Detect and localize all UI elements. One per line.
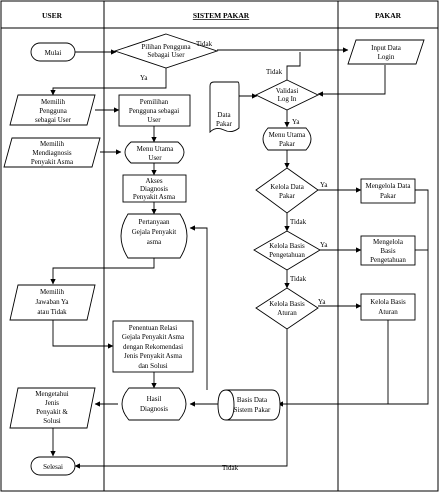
edge-label-pilihan-ya: Ya — [140, 74, 148, 82]
io-memilih-pengguna-line3: sebagai User — [35, 116, 72, 124]
process-mengelola-basis-line3: Pengetahuan — [370, 256, 406, 264]
decision-kelola-aturan-line1: Kelola Basis — [269, 300, 305, 308]
process-penentuan-relasi: Penentuan Relasi Gejala Penyakit Asma de… — [112, 320, 194, 373]
document-data-pakar: Data Pakar — [209, 81, 240, 134]
process-pemilihan-line1: Pemilihan — [140, 98, 169, 106]
process-pemilihan-pengguna: Pemilihan Pengguna sebagai User — [118, 94, 191, 127]
io-jawaban-line3: atau Tidak — [37, 308, 67, 316]
process-penentuan-line1: Penentuan Relasi — [129, 324, 177, 332]
decision-pilihan-line2: Sebagai User — [147, 51, 185, 59]
display-pertanyaan-gejala: Pertanyaan Gejala Penyakit asma — [120, 213, 188, 259]
io-mendiagnosis-line1: Memilih — [40, 140, 65, 148]
process-mengelola-data-line2: Pakar — [380, 192, 397, 200]
lane-header-user: USER — [42, 11, 63, 20]
process-akses-line1: Akses — [145, 177, 162, 185]
process-penentuan-line5: dan Solusi — [138, 362, 167, 370]
edge-label-kelola-pengetahuan-ya: Ya — [320, 241, 328, 249]
display-hasil-line2: Diagnosis — [140, 405, 168, 413]
io-memilih-jawaban: Memilih Jawaban Ya atau Tidak — [9, 284, 96, 321]
io-memilih-pengguna-line2: Pengguna — [39, 107, 68, 115]
edge-label-pilihan-tidak: Tidak — [196, 40, 213, 48]
database-line2: Sistem Pakar — [234, 406, 271, 414]
process-mengelola-data-pakar: Mengelola Data Pakar — [360, 178, 416, 204]
edge-label-kelola-pengetahuan-tidak: Tidak — [290, 275, 307, 283]
io-mendiagnosis-line2: Mendiagnosis — [32, 149, 72, 157]
edge-label-kelola-aturan-tidak: Tidak — [222, 464, 239, 472]
process-mengelola-basis-line1: Mengelola — [373, 238, 404, 246]
database-basis-data-sistem-pakar: Basis Data Sistem Pakar — [217, 389, 281, 421]
decision-validasi-login: Validasi Log In — [254, 79, 320, 111]
io-jawaban-line1: Memilih — [40, 288, 65, 296]
display-hasil-line1: Hasil — [147, 395, 162, 403]
decision-validasi-line2: Log In — [278, 95, 297, 103]
process-akses-line2: Diagnosis — [140, 185, 168, 193]
process-mengelola-basis-line2: Basis — [380, 247, 395, 255]
process-penentuan-line3: dengan Rekomendasi — [123, 343, 183, 351]
process-akses-line3: Penyakit Asma — [133, 193, 176, 201]
lane-header-sistem-pakar: SISTEM PAKAR — [193, 11, 250, 20]
decision-kelola-data-pakar: Kelola Data Pakar — [255, 167, 319, 214]
decision-pilihan-pengguna: Pilihan Pengguna Sebagai User — [113, 33, 219, 69]
process-kelola-aturan-line1: Kelola Basis — [370, 298, 406, 306]
decision-kelola-pengetahuan-line2: Pengetahuan — [269, 251, 305, 259]
io-mengetahui-line4: Solusi — [43, 417, 61, 425]
end-label: Selesai — [43, 463, 63, 471]
display-menu-utama-user: Menu Utama User — [124, 141, 185, 164]
display-menu-user-line1: Menu Utama — [137, 145, 175, 153]
io-input-line2: Login — [378, 53, 395, 61]
process-pemilihan-line2: Pengguna sebagai — [129, 107, 179, 115]
io-memilih-pengguna: Memilih Pengguna sebagai User — [9, 94, 96, 126]
lane-header-pakar: PAKAR — [375, 11, 402, 20]
decision-kelola-data-line2: Pakar — [279, 192, 296, 200]
process-kelola-basis-aturan: Kelola Basis Aturan — [360, 293, 416, 321]
process-mengelola-basis-pengetahuan: Mengelola Basis Pengetahuan — [360, 235, 416, 266]
database-line1: Basis Data — [237, 396, 268, 404]
process-pemilihan-line3: User — [147, 116, 161, 124]
io-mengetahui-line1: Mengetahui — [35, 390, 68, 398]
process-kelola-aturan-line2: Aturan — [378, 308, 398, 316]
display-menu-pakar-line1: Menu Utama — [269, 131, 307, 139]
document-data-pakar-line1: Data — [217, 111, 231, 119]
start-terminator: Mulai — [30, 42, 76, 62]
io-mengetahui-jenis: Mengetahui Jenis Penyakit & Solusi — [9, 387, 96, 429]
process-penentuan-line4: Jenis Penyakit Asma — [124, 352, 183, 360]
connector-lines — [50, 47, 429, 469]
end-terminator: Selesai — [30, 456, 76, 476]
io-memilih-pengguna-line1: Memilih — [41, 98, 66, 106]
start-label: Mulai — [45, 49, 62, 57]
edge-label-kelola-aturan-ya: Ya — [318, 298, 326, 306]
display-menu-utama-pakar: Menu Utama Pakar — [262, 127, 312, 151]
io-mengetahui-line2: Jenis — [45, 399, 59, 407]
io-input-data-login: Input Data Login — [347, 39, 425, 65]
edge-label-validasi-ya: Ya — [292, 118, 300, 126]
io-mengetahui-line3: Penyakit & — [36, 408, 68, 416]
decision-kelola-data-line1: Kelola Data — [270, 183, 305, 191]
io-mendiagnosis-line3: Penyakit Asma — [31, 158, 74, 166]
io-memilih-mendiagnosis: Memilih Mendiagnosis Penyakit Asma — [3, 137, 101, 168]
decision-kelola-pengetahuan-line1: Kelola Basis — [269, 242, 305, 250]
display-pertanyaan-line3: asma — [147, 238, 162, 246]
document-data-pakar-line2: Pakar — [216, 120, 233, 128]
io-jawaban-line2: Jawaban Ya — [35, 298, 69, 306]
process-penentuan-line2: Gejala Penyakit Asma — [122, 333, 185, 341]
process-akses-diagnosis: Akses Diagnosis Penyakit Asma — [122, 174, 187, 203]
io-input-line1: Input Data — [371, 44, 402, 52]
decision-kelola-basis-pengetahuan: Kelola Basis Pengetahuan — [253, 230, 321, 271]
display-hasil-diagnosis: Hasil Diagnosis — [121, 387, 187, 421]
edge-label-kelola-data-ya: Ya — [320, 181, 328, 189]
decision-kelola-aturan-line2: Aturan — [277, 309, 297, 317]
display-menu-user-line2: User — [148, 154, 162, 162]
display-pertanyaan-line1: Pertanyaan — [138, 218, 170, 226]
decision-kelola-basis-aturan: Kelola Basis Aturan — [255, 287, 319, 330]
edge-label-kelola-data-tidak: Tidak — [290, 218, 307, 226]
display-pertanyaan-line2: Gejala Penyakit — [132, 228, 177, 236]
process-mengelola-data-line1: Mengelola Data — [366, 182, 412, 190]
edge-label-validasi-tidak: Tidak — [266, 68, 283, 76]
decision-validasi-line1: Validasi — [276, 87, 299, 95]
decision-pilihan-line1: Pilihan Pengguna — [141, 43, 191, 51]
display-menu-pakar-line2: Pakar — [279, 140, 296, 148]
